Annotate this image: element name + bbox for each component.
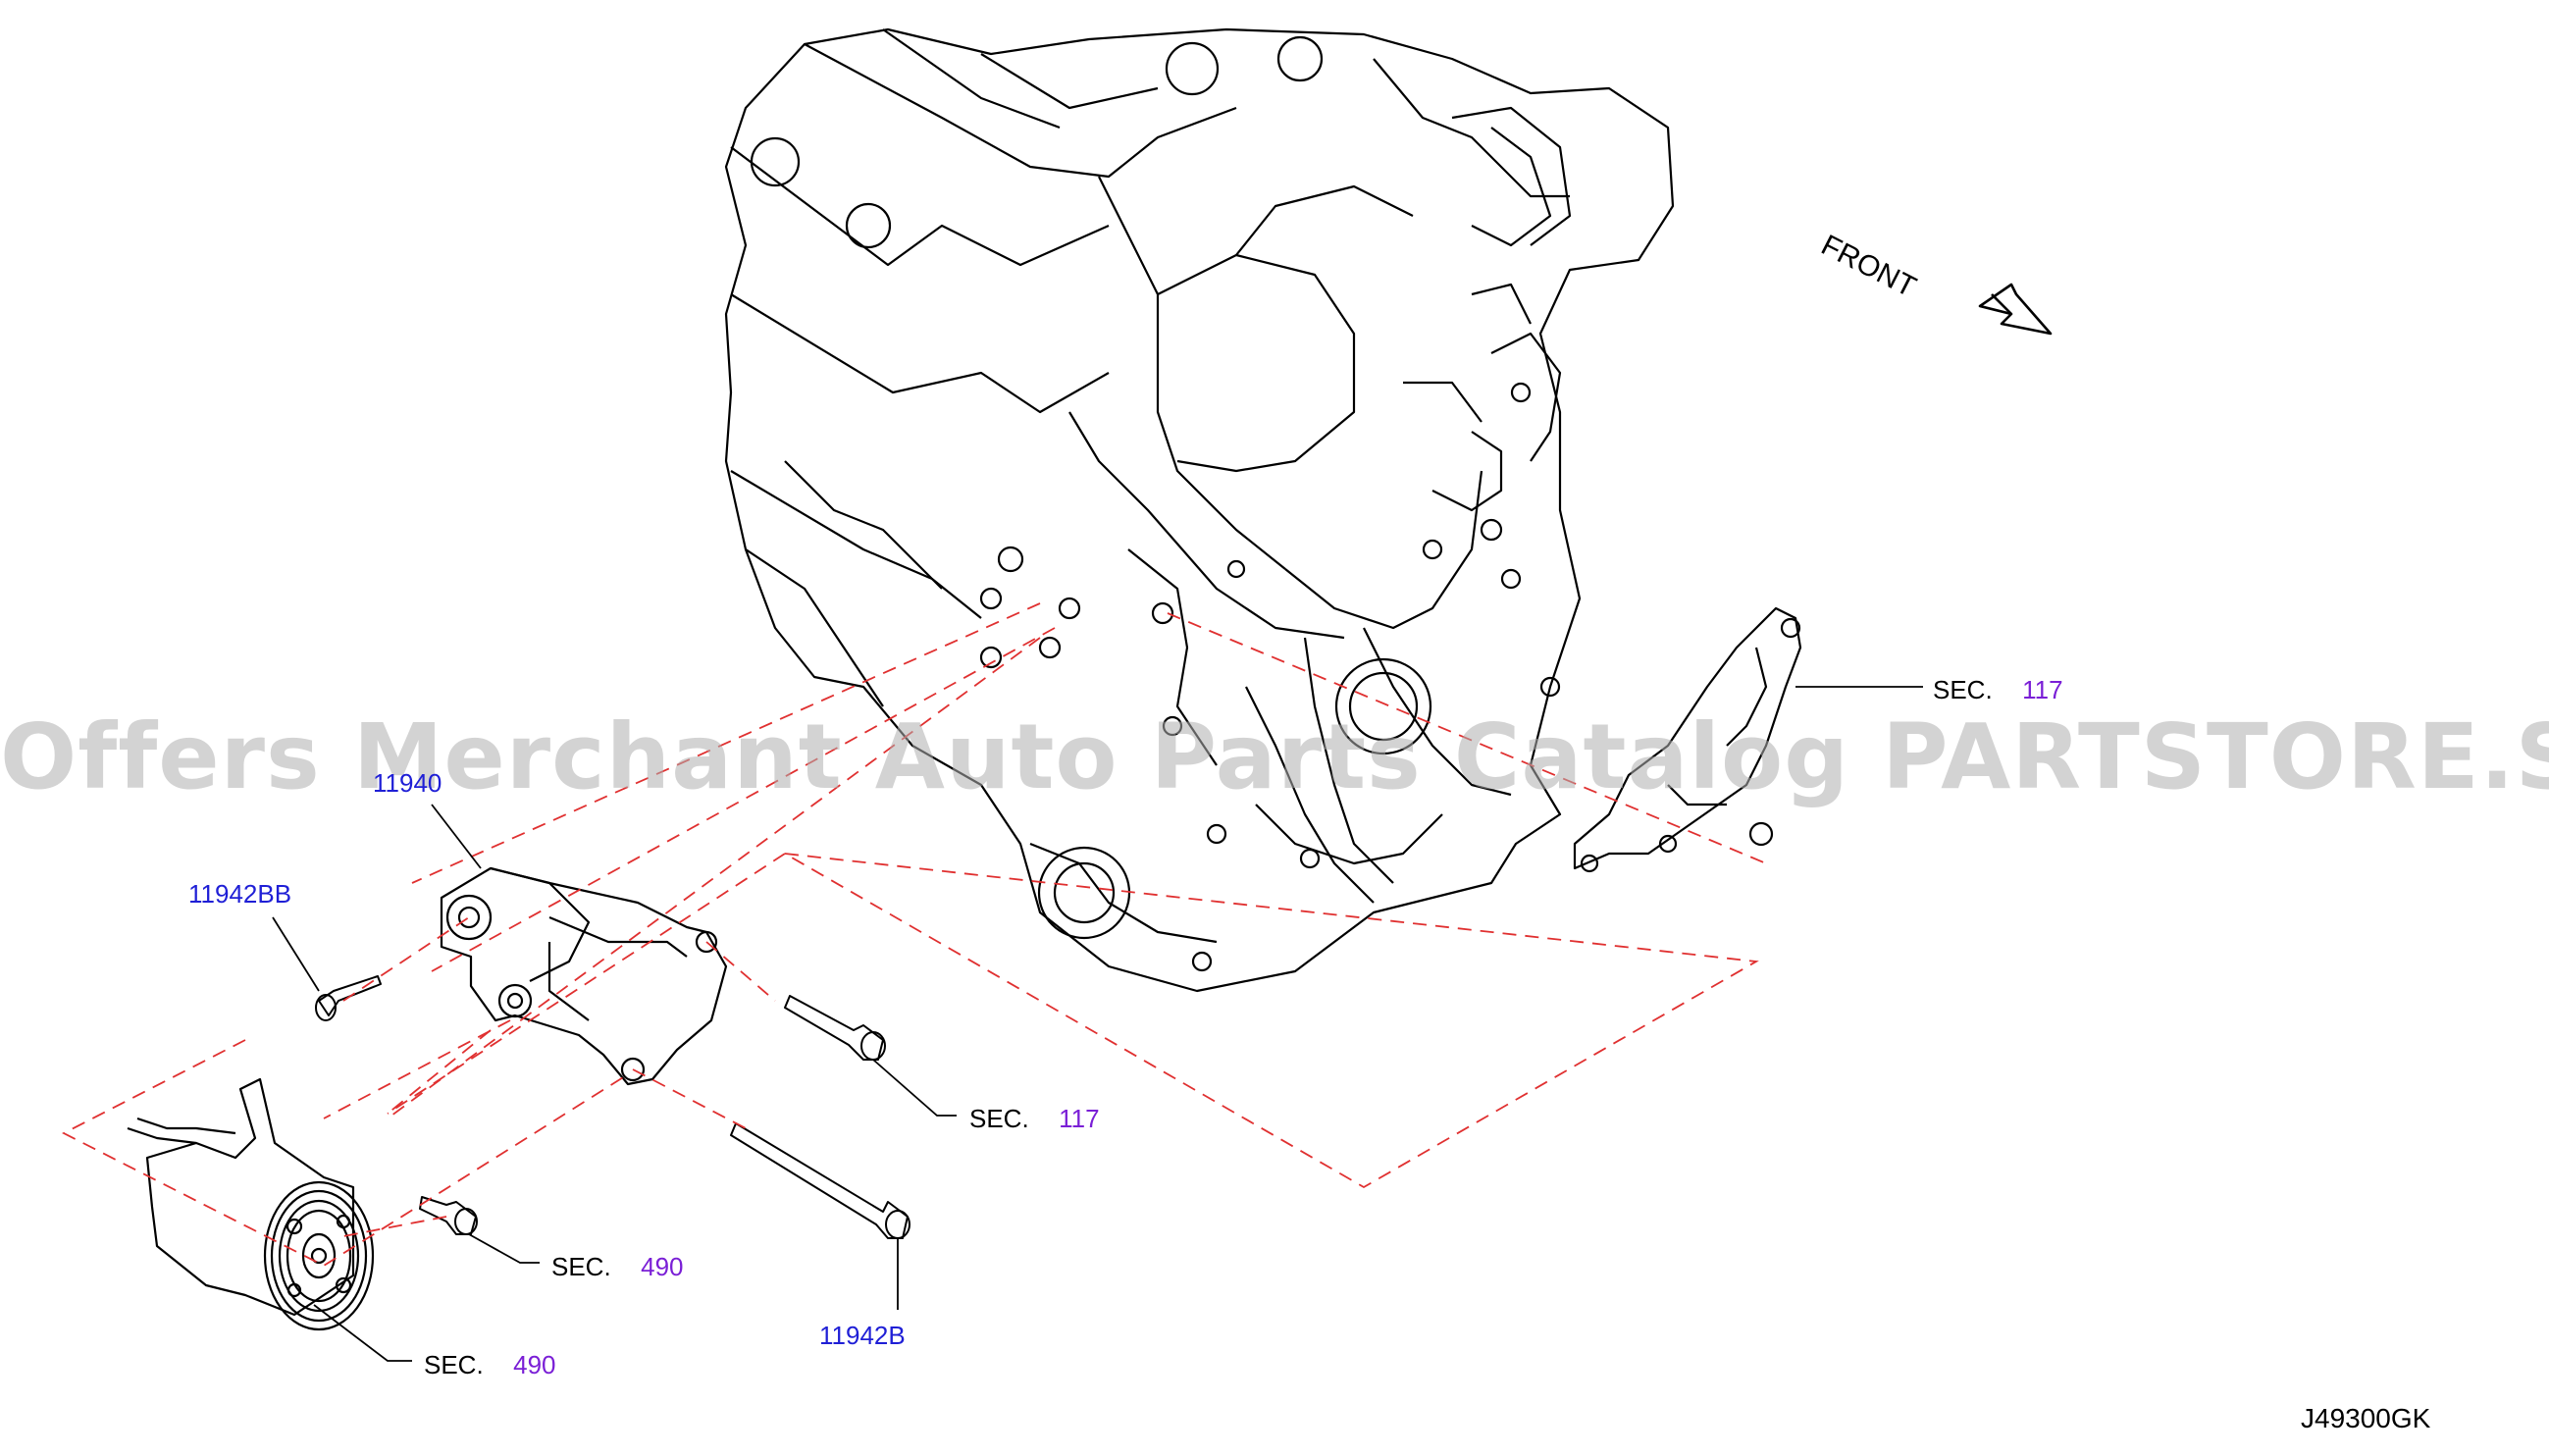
part-number-11942bb[interactable]: 11942BB [188, 879, 292, 909]
section-prefix: SEC. [1933, 675, 1993, 704]
part-number-11942b[interactable]: 11942B [819, 1321, 906, 1350]
section-number: 490 [641, 1252, 684, 1281]
section-prefix: SEC. [424, 1350, 484, 1379]
section-prefix: SEC. [551, 1252, 611, 1281]
watermark: Offers Merchant Auto Parts Catalog PARTS… [0, 704, 2549, 809]
section-ref-117-right[interactable]: SEC. 117 [1933, 675, 2063, 705]
assembly-guides [62, 602, 1767, 1268]
leader-lines [272, 686, 1923, 1362]
section-ref-490-bolt[interactable]: SEC. 490 [551, 1252, 684, 1282]
section-ref-490-pump[interactable]: SEC. 490 [424, 1350, 556, 1380]
drawing-code: J49300GK [2301, 1403, 2431, 1433]
section-number: 117 [2022, 675, 2063, 704]
pump-bracket [440, 866, 728, 1086]
power-steering-pump [127, 1077, 375, 1331]
side-bracket [1573, 606, 1802, 873]
section-prefix: SEC. [969, 1104, 1029, 1133]
part-number-11940[interactable]: 11940 [373, 768, 442, 798]
front-arrow-icon [1978, 283, 2053, 336]
bolts [315, 975, 910, 1239]
engine-block [724, 27, 1675, 993]
section-number: 490 [513, 1350, 556, 1379]
section-ref-117-lower[interactable]: SEC. 117 [969, 1104, 1100, 1134]
section-number: 117 [1059, 1104, 1100, 1133]
